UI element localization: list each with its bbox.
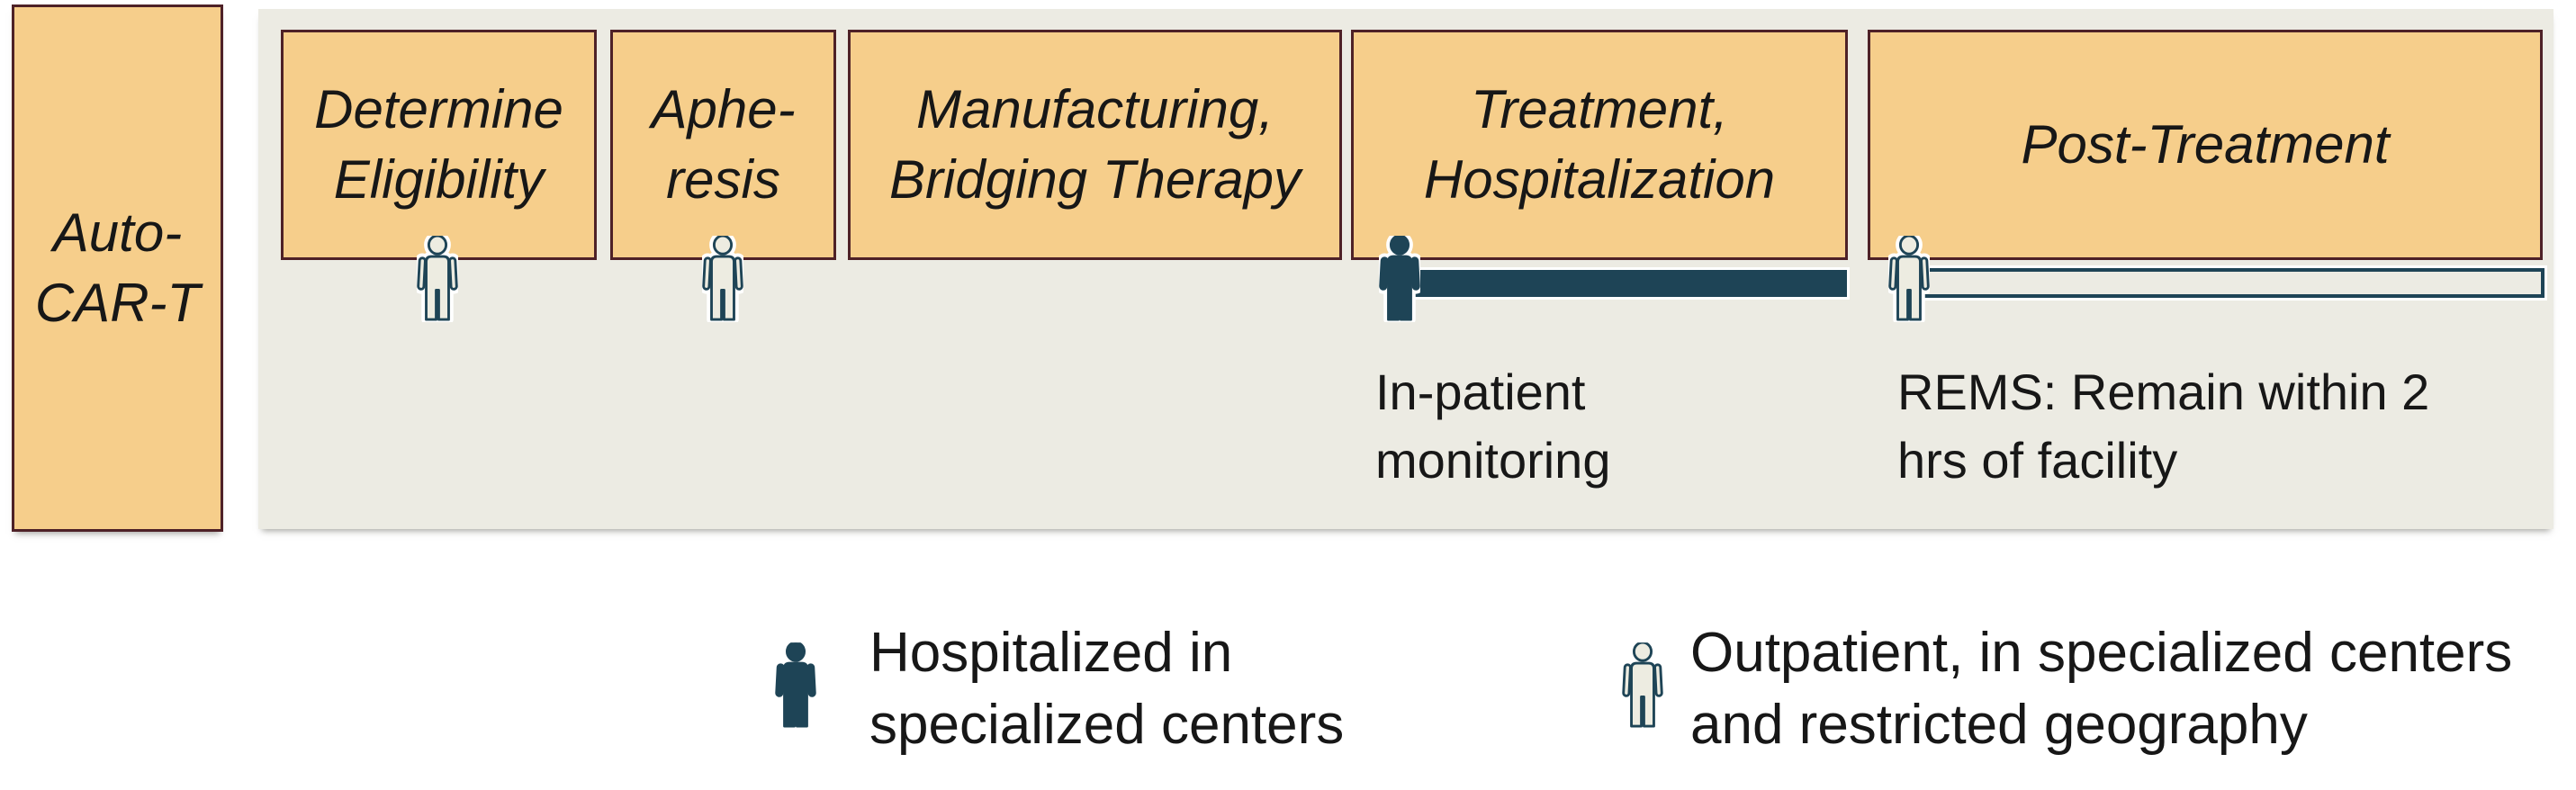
filled-person-icon bbox=[775, 641, 816, 731]
rems-duration-bar bbox=[1919, 268, 2544, 298]
stage-box-apheresis: Aphe- resis bbox=[610, 30, 836, 260]
rems-note: REMS: Remain within 2 hrs of facility bbox=[1897, 364, 2430, 489]
stage-box-post-treatment: Post-Treatment bbox=[1868, 30, 2543, 260]
diagram-title-box: Auto- CAR-T bbox=[12, 4, 223, 532]
stage-label: Post-Treatment bbox=[2021, 114, 2390, 175]
outline-person-icon bbox=[416, 236, 459, 322]
stage-label: Determine Eligibility bbox=[314, 79, 563, 210]
outline-person-icon bbox=[1622, 641, 1663, 731]
stage-box-manufacturing-bridging-therapy: Manufacturing, Bridging Therapy bbox=[848, 30, 1342, 260]
inpatient-duration-bar bbox=[1404, 270, 1847, 297]
outline-person-icon bbox=[701, 236, 744, 322]
stage-label: Manufacturing, Bridging Therapy bbox=[889, 79, 1301, 210]
legend-hospitalized-label: Hospitalized in specialized centers bbox=[869, 622, 1345, 756]
stage-box-treatment-hospitalization: Treatment, Hospitalization bbox=[1351, 30, 1848, 260]
outline-person-icon bbox=[1887, 236, 1931, 322]
stage-box-determine-eligibility: Determine Eligibility bbox=[281, 30, 597, 260]
filled-person-icon bbox=[1378, 236, 1421, 322]
stage-label: Treatment, Hospitalization bbox=[1423, 79, 1776, 210]
stage-label: Aphe- resis bbox=[651, 79, 796, 210]
inpatient-monitoring-note: In-patient monitoring bbox=[1375, 364, 1611, 489]
legend-outpatient-label: Outpatient, in specialized centers and r… bbox=[1690, 622, 2513, 756]
diagram-title: Auto- CAR-T bbox=[34, 202, 201, 333]
